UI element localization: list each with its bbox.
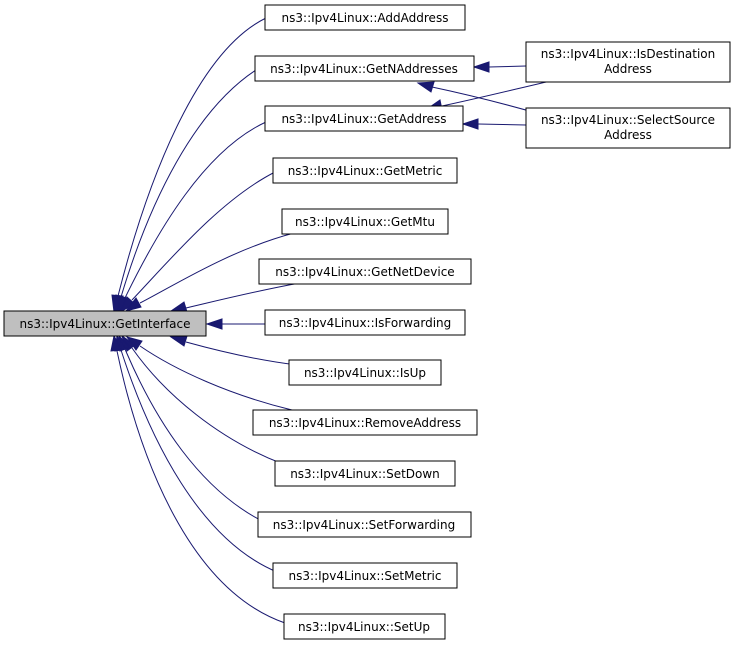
edge-setup-to-getinterface bbox=[110, 334, 286, 624]
node-setup[interactable]: ns3::Ipv4Linux::SetUp bbox=[283, 613, 446, 640]
node-label: ns3::Ipv4Linux::GetMetric bbox=[288, 164, 443, 178]
graph-nodes: ns3::Ipv4Linux::GetInterface ns3::Ipv4Li… bbox=[3, 4, 731, 640]
node-isforwarding[interactable]: ns3::Ipv4Linux::IsForwarding bbox=[264, 309, 466, 336]
node-label: ns3::Ipv4Linux::GetNetDevice bbox=[275, 265, 454, 279]
node-setforwarding[interactable]: ns3::Ipv4Linux::SetForwarding bbox=[257, 511, 472, 538]
edge-setmetric-to-getinterface bbox=[114, 334, 278, 573]
node-label: ns3::Ipv4Linux::IsUp bbox=[304, 366, 426, 380]
edge-getmetric-to-getinterface bbox=[118, 171, 276, 314]
node-label: ns3::Ipv4Linux::RemoveAddress bbox=[269, 416, 461, 430]
node-label-line2: Address bbox=[604, 128, 652, 142]
edge-isforwarding-to-getinterface bbox=[205, 318, 265, 330]
node-setmetric[interactable]: ns3::Ipv4Linux::SetMetric bbox=[272, 562, 458, 589]
edge-addaddress-to-getinterface bbox=[111, 17, 267, 314]
node-label: ns3::Ipv4Linux::GetAddress bbox=[281, 112, 446, 126]
node-label: ns3::Ipv4Linux::SetMetric bbox=[289, 569, 442, 583]
node-getmetric[interactable]: ns3::Ipv4Linux::GetMetric bbox=[272, 157, 458, 184]
node-getmtu[interactable]: ns3::Ipv4Linux::GetMtu bbox=[281, 208, 449, 235]
node-getaddress[interactable]: ns3::Ipv4Linux::GetAddress bbox=[264, 105, 464, 132]
node-addaddress[interactable]: ns3::Ipv4Linux::AddAddress bbox=[264, 4, 466, 31]
node-label-line2: Address bbox=[604, 62, 652, 76]
node-label: ns3::Ipv4Linux::GetNAddresses bbox=[270, 62, 458, 76]
edge-isup-to-getinterface bbox=[169, 335, 298, 366]
edge-setforwarding-to-getinterface bbox=[118, 334, 265, 523]
edge-selectsource-to-getaddress bbox=[461, 118, 527, 130]
node-removeaddress[interactable]: ns3::Ipv4Linux::RemoveAddress bbox=[252, 409, 478, 436]
node-label: ns3::Ipv4Linux::GetMtu bbox=[295, 215, 435, 229]
edge-getnetdevice-to-getinterface bbox=[169, 282, 301, 313]
node-getnaddresses[interactable]: ns3::Ipv4Linux::GetNAddresses bbox=[254, 55, 475, 82]
edge-getaddress-to-getinterface bbox=[117, 121, 267, 314]
node-label: ns3::Ipv4Linux::AddAddress bbox=[282, 11, 449, 25]
edge-setdown-to-getinterface bbox=[121, 334, 284, 465]
node-label-line1: ns3::Ipv4Linux::SelectSource bbox=[541, 113, 715, 127]
edge-isdestination-to-getnaddresses bbox=[472, 61, 527, 73]
node-isup[interactable]: ns3::Ipv4Linux::IsUp bbox=[288, 359, 442, 386]
node-label: ns3::Ipv4Linux::SetForwarding bbox=[273, 518, 455, 532]
graph-edges bbox=[110, 17, 556, 624]
node-selectsourceaddress[interactable]: ns3::Ipv4Linux::SelectSource Address bbox=[525, 107, 731, 149]
node-label: ns3::Ipv4Linux::SetDown bbox=[290, 467, 440, 481]
node-label: ns3::Ipv4Linux::SetUp bbox=[298, 620, 430, 634]
edge-getmtu-to-getinterface bbox=[124, 232, 295, 312]
node-label: ns3::Ipv4Linux::GetInterface bbox=[20, 317, 191, 331]
node-getnetdevice[interactable]: ns3::Ipv4Linux::GetNetDevice bbox=[258, 258, 472, 285]
node-setdown[interactable]: ns3::Ipv4Linux::SetDown bbox=[274, 460, 456, 487]
node-isdestinationaddress[interactable]: ns3::Ipv4Linux::IsDestination Address bbox=[525, 41, 731, 83]
node-label-line1: ns3::Ipv4Linux::IsDestination bbox=[541, 47, 716, 61]
edge-getnaddresses-to-getinterface bbox=[115, 69, 257, 314]
node-getinterface[interactable]: ns3::Ipv4Linux::GetInterface bbox=[3, 310, 207, 337]
node-label: ns3::Ipv4Linux::IsForwarding bbox=[279, 316, 452, 330]
